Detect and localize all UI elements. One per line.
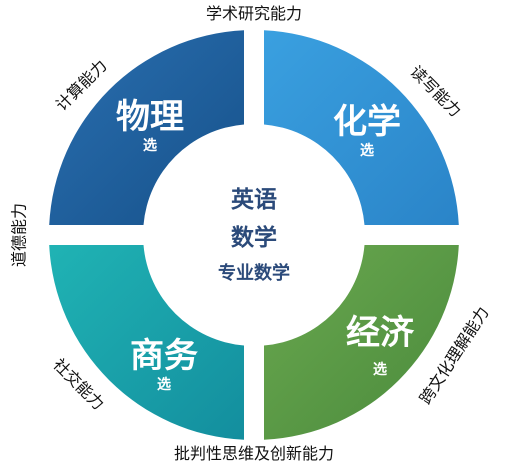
label-moral: 道德能力 <box>10 203 29 267</box>
physics-title: 物理 <box>116 97 184 137</box>
segment-top-left <box>49 30 245 226</box>
physics-elective-tag: 选 <box>143 137 157 154</box>
core-subject-english: 英语 <box>231 186 277 213</box>
label-critical-thinking: 批判性思维及创新能力 <box>174 444 334 463</box>
core-subject-professional-math: 专业数学 <box>218 262 290 284</box>
business-elective-tag: 选 <box>157 376 171 393</box>
core-subject-math: 数学 <box>231 224 277 251</box>
label-academic-research: 学术研究能力 <box>206 4 302 23</box>
economics-title: 经济 <box>346 313 415 353</box>
business-title: 商务 <box>130 336 198 376</box>
chemistry-elective-tag: 选 <box>360 142 374 159</box>
chemistry-title: 化学 <box>333 102 401 142</box>
segment-bottom-right <box>264 245 459 440</box>
segment-top-right <box>264 30 459 226</box>
economics-elective-tag: 选 <box>373 361 387 378</box>
segment-bottom-left <box>49 245 245 440</box>
